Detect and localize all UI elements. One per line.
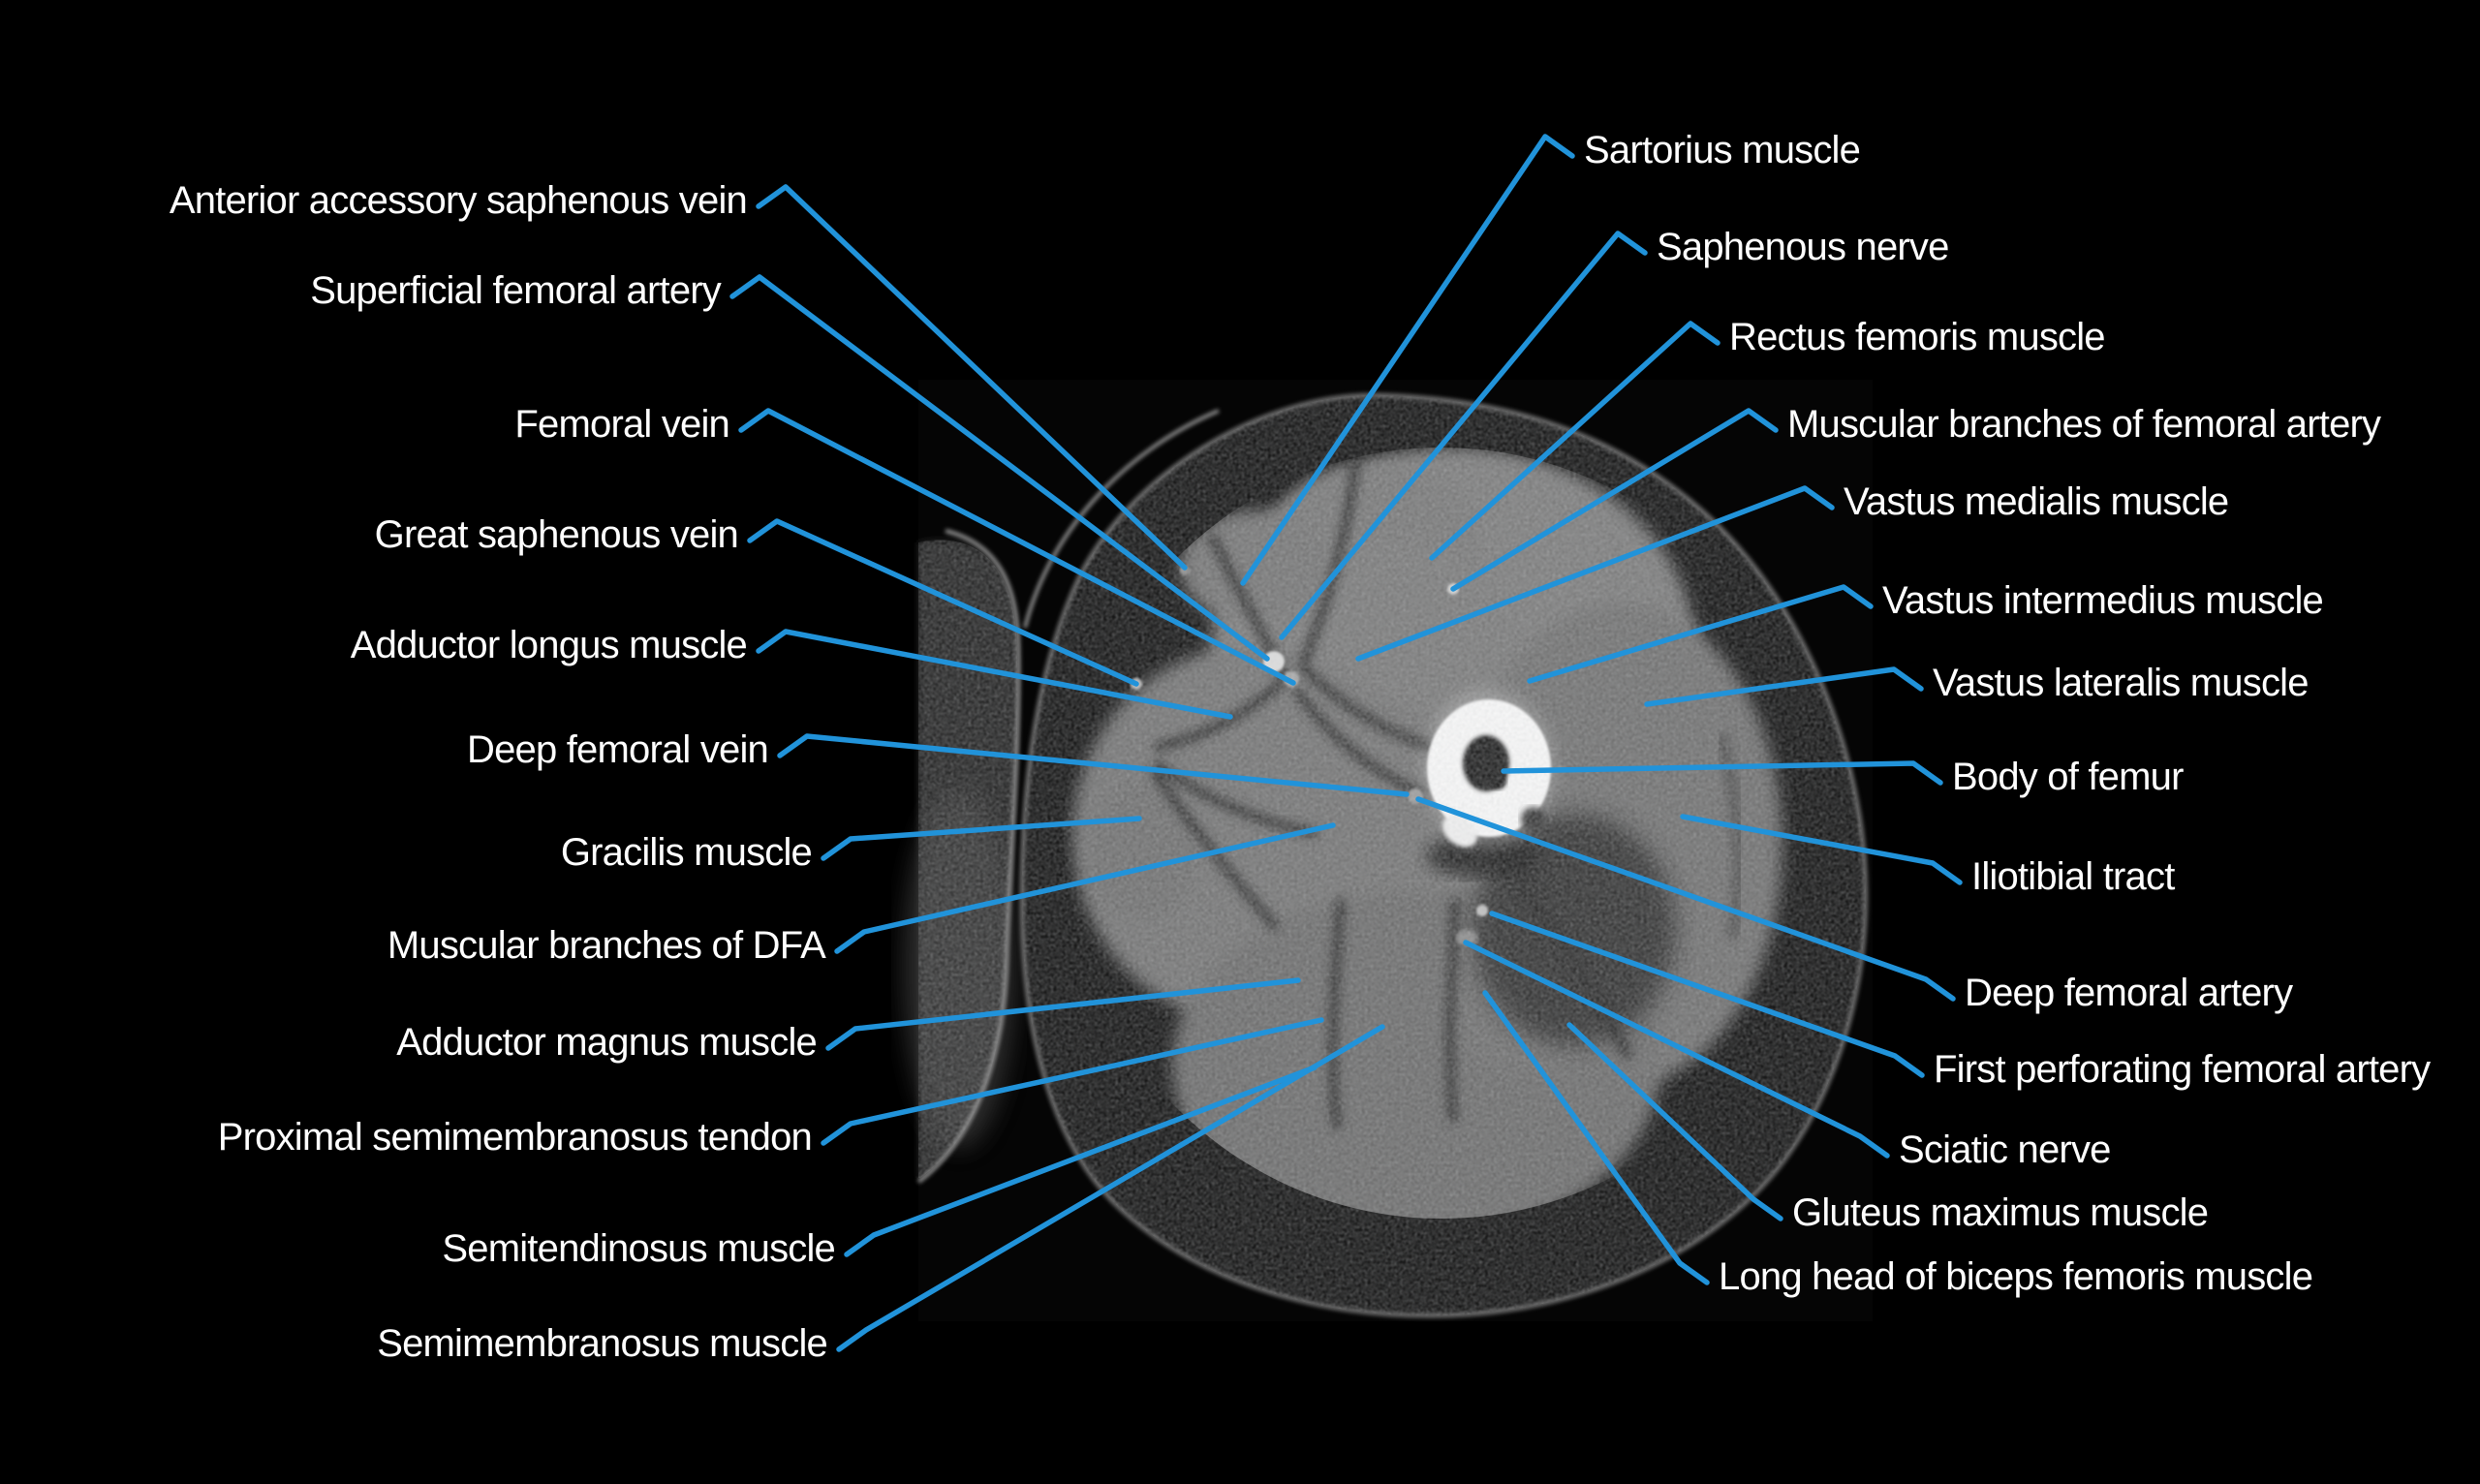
leader-line-great-saphenous-vein (747, 518, 1139, 687)
leader-line-long-head-of-biceps-femoris-muscle (1482, 990, 1710, 1285)
leader-line-rectus-femoris-muscle (1429, 321, 1720, 561)
leader-line-muscular-branches-of-femoral-artery (1450, 408, 1779, 592)
leader-line-saphenous-nerve (1279, 231, 1648, 640)
leader-line-vastus-lateralis-muscle (1644, 666, 1924, 707)
leader-line-gluteus-maximus-muscle (1566, 1022, 1783, 1221)
leader-line-semimembranosus-muscle (836, 1024, 1385, 1352)
leader-line-body-of-femur (1501, 760, 1943, 786)
leader-line-adductor-longus-muscle (756, 629, 1233, 720)
leader-line-deep-femoral-vein (777, 733, 1410, 797)
leader-line-muscular-branches-of-dfa (834, 822, 1336, 954)
left-thigh-skin (916, 528, 1021, 1184)
right-thigh-skin (1019, 392, 1868, 1318)
leader-line-semitendinosus-muscle (844, 1065, 1318, 1257)
leader-line-superficial-femoral-artery (729, 274, 1270, 662)
leader-line-adductor-magnus-muscle (825, 977, 1301, 1051)
leader-line-sartorius-muscle (1240, 134, 1575, 586)
leader-line-vastus-intermedius-muscle (1527, 584, 1874, 684)
leader-line-gracilis-muscle (821, 816, 1142, 861)
thigh-contact-skin (1023, 409, 1220, 629)
leader-line-iliotibial-tract (1680, 814, 1963, 885)
leader-line-femoral-vein (738, 408, 1296, 686)
leader-line-first-perforating-femoral-artery (1489, 911, 1925, 1078)
skin-outlines (916, 392, 1868, 1318)
leader-lines (729, 134, 1963, 1352)
leader-line-anterior-accessory-saphenous-vein (756, 184, 1188, 571)
leader-line-sciatic-nerve (1463, 940, 1890, 1159)
leader-line-proximal-semimembranosus-tendon (821, 1017, 1324, 1146)
leader-line-deep-femoral-artery (1415, 796, 1956, 1002)
leader-line-vastus-medialis-muscle (1355, 485, 1835, 662)
